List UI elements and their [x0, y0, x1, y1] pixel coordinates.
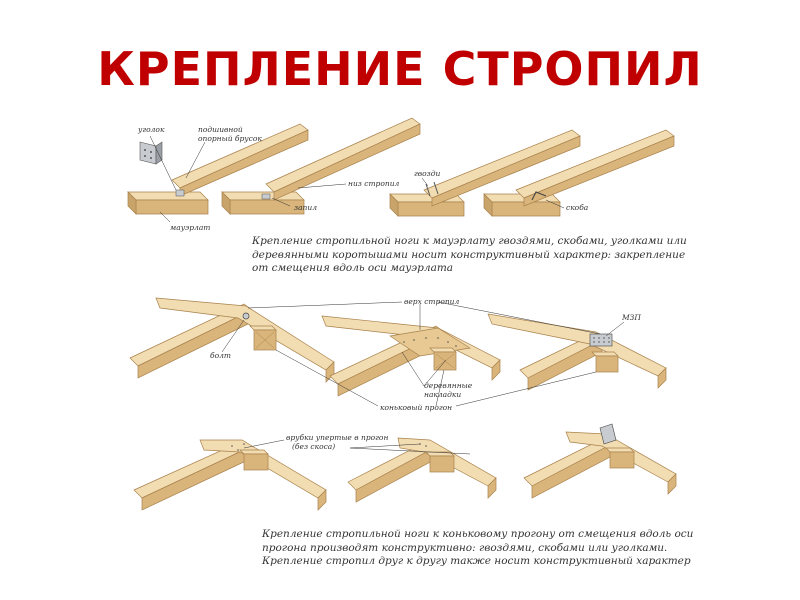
- label-mauerlat: мауэрлат: [170, 223, 210, 232]
- panel-ridge-overlays: деревянные накладки: [321, 315, 501, 399]
- label-vrubki-1: врубки упертые в прогон: [286, 433, 388, 442]
- metal-angle-icon: [139, 141, 163, 165]
- caption-bottom-line: прогона производят конструктивно: гвоздя…: [262, 541, 668, 554]
- label-ugolok: уголок: [137, 125, 165, 134]
- caption-top-line: от смещения вдоль оси мауэрлата: [252, 262, 454, 274]
- panel-mauerlat-nails: гвозди: [389, 129, 581, 217]
- panel-mauerlat-staple: скоба: [483, 129, 675, 217]
- label-bolt: болт: [210, 351, 231, 360]
- label-podshivnoy-2: опорный брусок: [198, 134, 262, 143]
- label-konkovy-progon: коньковый прогон: [380, 403, 452, 412]
- caption-top-line: Крепление стропильной ноги к мауэрлату г…: [252, 235, 687, 247]
- panel-mauerlat-angle: уголок подшивной опорный брусок мауэрлат: [127, 123, 309, 232]
- mauerlat-beam: [127, 191, 209, 215]
- panel-ridge-notch-2: [347, 437, 497, 503]
- page-title: КРЕПЛЕНИЕ СТРОПИЛ: [97, 42, 703, 96]
- label-nakladki-2: накладки: [424, 390, 461, 399]
- ridge-purlin: [249, 325, 277, 351]
- caption-bottom-line: Крепление стропильной ноги к коньковому …: [262, 528, 694, 540]
- caption-bottom: Крепление стропильной ноги к коньковому …: [262, 528, 693, 569]
- rafter-leg: [171, 123, 309, 197]
- caption-top: Крепление стропильной ноги к мауэрлату г…: [252, 235, 687, 276]
- mzp-plate-icon: [589, 333, 613, 347]
- panel-ridge-bolt: болт: [129, 297, 335, 383]
- panel-ridge-notch-1: [133, 439, 327, 511]
- caption-top-line: деревянными коротышами носит конструктив…: [252, 248, 686, 261]
- panel-ridge-mzp: МЗП: [487, 313, 667, 391]
- panel-ridge-angle: [523, 423, 677, 499]
- label-skoba: скоба: [566, 203, 588, 212]
- bolt-icon: [242, 312, 250, 320]
- angle-on-beam-icon: [175, 189, 185, 197]
- label-mzp: МЗП: [621, 313, 641, 322]
- panel-mauerlat-notch: запил низ стропил: [221, 117, 421, 215]
- label-vrubki-2: (без скоса): [292, 442, 335, 451]
- label-nakladki-1: деревянные: [424, 381, 473, 390]
- label-gvozdi: гвозди: [414, 169, 441, 178]
- caption-bottom-line: Крепление стропил друг к другу также нос…: [262, 555, 691, 567]
- staple-icon: [531, 191, 547, 201]
- label-niz-stropil: низ стропил: [348, 179, 400, 188]
- label-verh-stropil: верх стропил: [404, 297, 460, 306]
- label-zapil: запил: [294, 203, 317, 212]
- label-podshivnoy-1: подшивной: [198, 125, 243, 134]
- ridge-angle-icon: [599, 423, 617, 445]
